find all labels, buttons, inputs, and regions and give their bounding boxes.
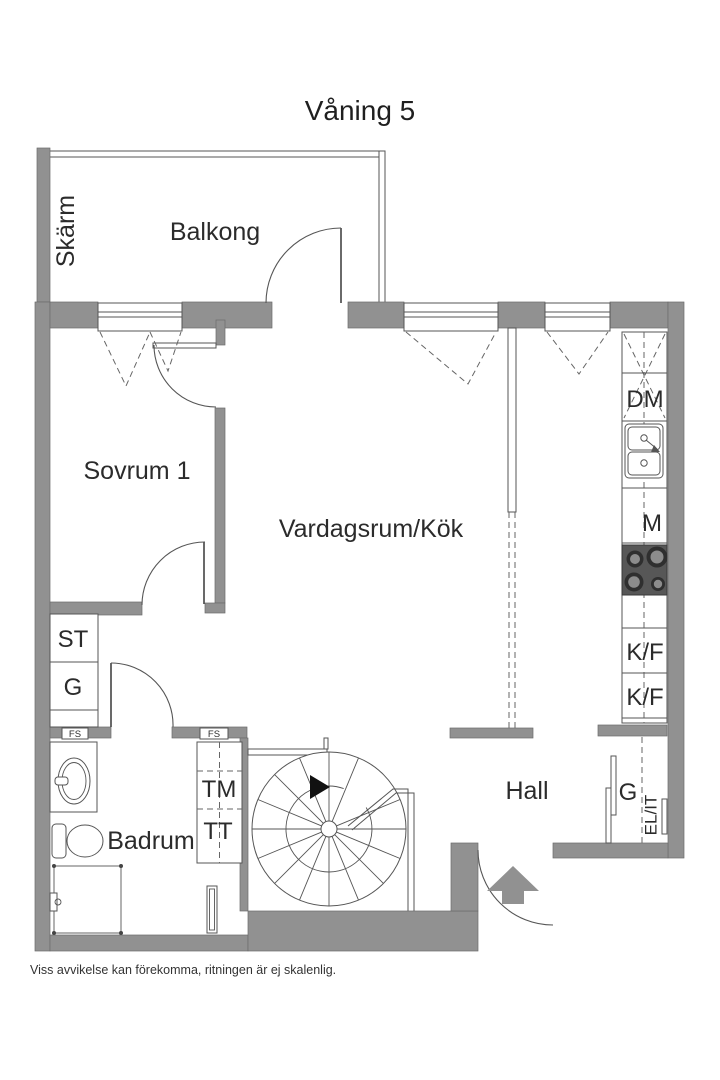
laundry-column xyxy=(196,741,243,864)
window-living-1 xyxy=(403,302,499,385)
kitchen-sink xyxy=(624,423,664,479)
walls xyxy=(34,147,685,952)
cooktop xyxy=(621,544,668,596)
entry-door xyxy=(477,849,554,926)
label-microwave: M xyxy=(642,510,662,537)
entry-arrow xyxy=(487,866,539,904)
label-fridge-1: K/F xyxy=(626,639,663,666)
bathroom-door xyxy=(110,662,174,728)
toilet xyxy=(51,823,104,859)
shower xyxy=(49,864,123,935)
closets-st-g xyxy=(49,613,99,728)
label-fridge-2: K/F xyxy=(626,684,663,711)
disclaimer: Viss avvikelse kan förekomma, ritningen … xyxy=(30,963,336,977)
window-bedroom xyxy=(97,302,183,388)
shaft-fs-1 xyxy=(61,727,89,740)
spiral-staircase xyxy=(251,751,415,911)
label-bathroom: Badrum xyxy=(107,827,195,855)
page-title: Våning 5 xyxy=(305,95,416,126)
towel-radiator xyxy=(206,885,218,934)
label-fs-1: FS xyxy=(69,729,81,740)
label-wardrobe-hall: G xyxy=(619,779,638,806)
label-el-it: EL/IT xyxy=(642,795,661,836)
stair-direction-arrow xyxy=(310,775,330,799)
label-bedroom: Sovrum 1 xyxy=(84,457,191,485)
label-cleaning-closet: ST xyxy=(58,626,89,653)
label-living-kitchen: Vardagsrum/Kök xyxy=(279,515,464,543)
kitchen-counter xyxy=(621,331,668,724)
balcony-door xyxy=(265,227,342,304)
hall-wardrobe xyxy=(605,737,668,844)
label-fs-2: FS xyxy=(208,729,220,740)
label-screen: Skärm xyxy=(52,195,80,267)
shaft-fs-2 xyxy=(199,727,229,740)
label-hall: Hall xyxy=(505,777,548,805)
window-living-2 xyxy=(544,302,611,375)
bedroom-door-top xyxy=(153,344,217,408)
label-tumble-dryer: TT xyxy=(203,818,233,845)
bedroom-door-bottom xyxy=(141,541,206,606)
label-balcony: Balkong xyxy=(170,218,260,246)
label-dishwasher: DM xyxy=(626,386,663,413)
label-washing-machine: TM xyxy=(202,776,237,803)
bathroom-sink xyxy=(49,741,98,813)
glass-partition-dashed xyxy=(508,512,516,728)
label-wardrobe-corridor: G xyxy=(64,674,83,701)
